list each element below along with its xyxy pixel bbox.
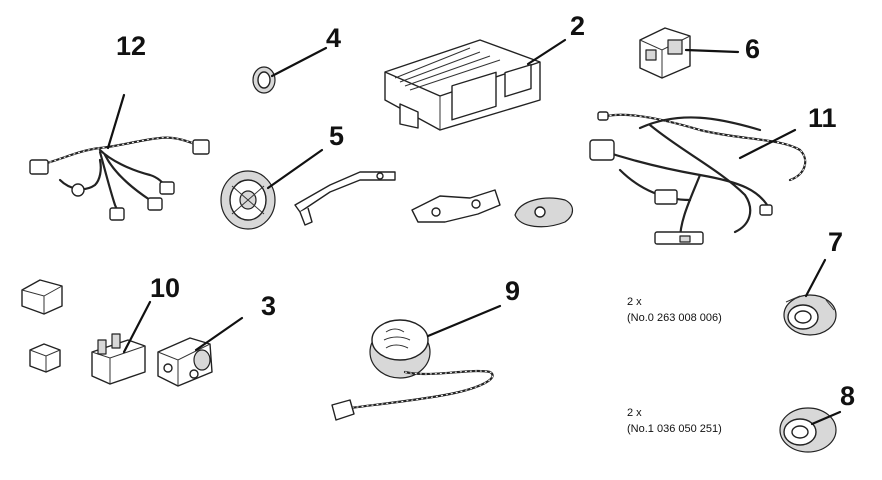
connector-holder-6: [639, 27, 691, 79]
note-8-qty: 2 x: [627, 407, 642, 419]
siren-5: [220, 170, 276, 230]
note-7-qty: 2 x: [627, 296, 642, 308]
callout-9: 9: [505, 276, 520, 306]
sensor-8: [779, 407, 837, 453]
callout-11: 11: [808, 103, 837, 133]
mounting-plate: [411, 189, 501, 223]
relay-10: [21, 279, 146, 385]
mounting-bracket: [294, 171, 396, 226]
callout-7: 7: [828, 227, 843, 257]
speaker-9: [331, 319, 494, 421]
note-8-part: (No.1 036 050 251): [627, 423, 722, 435]
callout-3: 3: [261, 291, 276, 321]
note-7-part: (No.0 263 008 006): [627, 312, 722, 324]
wiring-harness-12: [29, 136, 210, 221]
leader-lines: [106, 38, 842, 426]
callout-4: 4: [326, 23, 341, 53]
grommet-4: [252, 66, 276, 94]
callout-6: 6: [745, 34, 760, 64]
callout-10: 10: [150, 273, 180, 303]
control-unit-2: [384, 39, 541, 131]
callout-8: 8: [840, 381, 855, 411]
callout-5: 5: [329, 121, 344, 151]
mounting-clip: [514, 197, 574, 228]
callout-2: 2: [570, 11, 585, 41]
sensor-7: [783, 294, 837, 336]
callout-12: 12: [116, 31, 146, 61]
sensor-3: [157, 337, 213, 387]
cable-harness-11: [589, 111, 807, 245]
